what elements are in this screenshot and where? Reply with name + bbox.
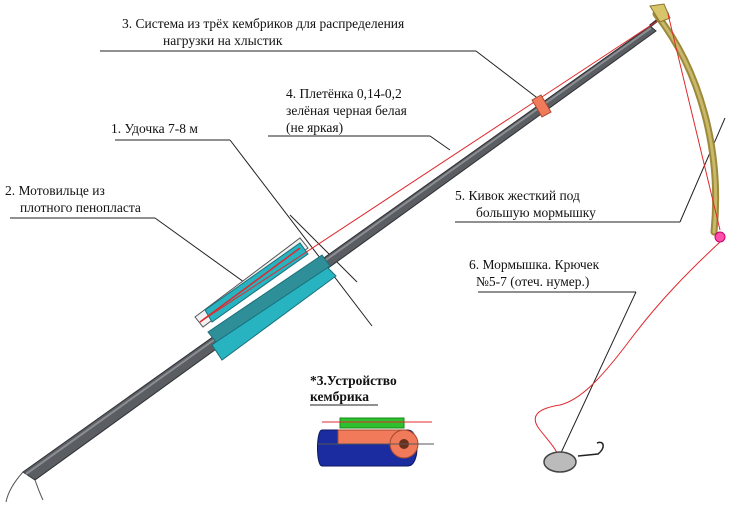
- foam-reel: [194, 237, 337, 361]
- reel-core: [207, 254, 331, 343]
- label-reel-line2: плотного пенопласта: [20, 200, 141, 215]
- label-rod: 1. Удочка 7-8 м: [111, 121, 198, 136]
- rod-highlight: [25, 27, 652, 475]
- cambric-tubes: [531, 94, 552, 118]
- label-braid-line3: (не яркая): [286, 120, 344, 135]
- jig-body: [543, 451, 577, 473]
- hook: [577, 441, 604, 457]
- stiff-nod: [649, 3, 726, 243]
- rod-butt-fray: [5, 471, 44, 503]
- braid-line: [199, 13, 669, 323]
- jig-lure: [543, 441, 604, 473]
- label-nod-line2: большую мормышку: [476, 205, 596, 220]
- label-system-line2: нагрузки на хлыстик: [163, 33, 283, 48]
- label-reel-line1: 2. Мотовильце из: [5, 183, 105, 198]
- label-braid-line1: 4. Плетёнка 0,14-0,2: [286, 86, 402, 101]
- label-nod-line1: 5. Кивок жесткий под: [455, 188, 580, 203]
- jig-line: [534, 241, 721, 456]
- leader-lines: [10, 50, 726, 456]
- nod-ring: [714, 231, 726, 243]
- label-device-line2: кембрика: [310, 389, 369, 404]
- reel-red-line: [199, 247, 301, 323]
- label-device-line1: *3.Устройство: [310, 373, 397, 388]
- rod-body: [22, 25, 657, 481]
- label-system-line1: 3. Система из трёх кембриков для распред…: [122, 16, 405, 31]
- nod-line: [667, 13, 721, 231]
- nod-tip-cap: [649, 3, 671, 23]
- label-jig-line2: №5-7 (отеч. нумер.): [476, 274, 590, 289]
- device-green-tube: [339, 417, 405, 429]
- label-jig-line1: 6. Мормышка. Крючек: [469, 257, 600, 272]
- cambric-device: [317, 417, 434, 467]
- label-braid-line2: зелёная черная белая: [286, 103, 407, 118]
